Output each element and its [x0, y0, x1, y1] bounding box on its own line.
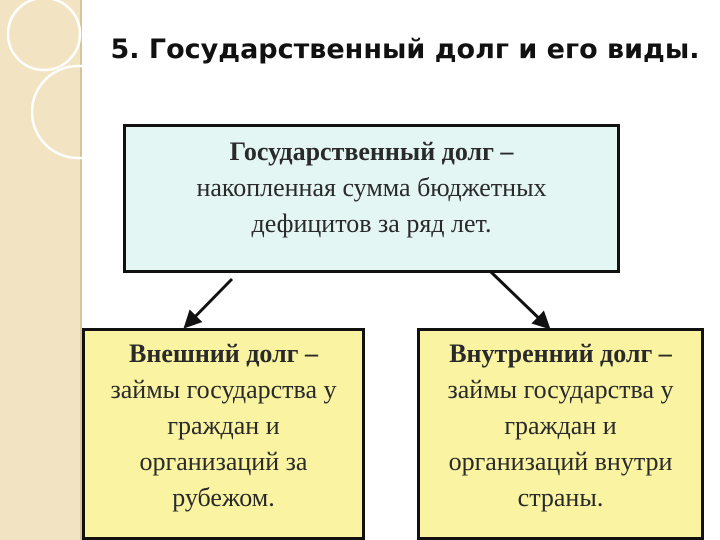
- decorative-side-strip: [0, 0, 80, 540]
- arrow-to-external-debt: [183, 277, 234, 329]
- internal-debt-definition-line: займы государства у: [447, 375, 674, 404]
- internal-debt-definition-line: граждан и: [504, 411, 617, 440]
- external-debt-definition-line: организаций за: [139, 447, 308, 476]
- state-debt-definition-box: Государственный долг – накопленная сумма…: [123, 124, 620, 273]
- state-debt-definition-line: накопленная сумма бюджетных: [196, 173, 547, 202]
- internal-debt-definition-line: страны.: [517, 483, 604, 512]
- external-debt-definition-line: граждан и: [167, 411, 280, 440]
- internal-debt-term: Внутренний долг –: [449, 339, 672, 368]
- external-debt-term: Внешний долг –: [129, 339, 318, 368]
- external-debt-definition-line: рубежом.: [172, 483, 275, 512]
- internal-debt-box: Внутренний долг – займы государства у гр…: [417, 328, 704, 540]
- decorative-circles: [6, 0, 82, 160]
- internal-debt-definition-line: организаций внутри: [448, 447, 673, 476]
- side-strip-border: [80, 0, 82, 540]
- external-debt-box: Внешний долг – займы государства у гражд…: [82, 328, 365, 540]
- arrow-to-internal-debt: [489, 270, 551, 330]
- state-debt-definition-line: дефицитов за ряд лет.: [251, 209, 492, 238]
- external-debt-definition-line: займы государства у: [110, 375, 337, 404]
- state-debt-term: Государственный долг –: [229, 137, 514, 166]
- slide-title: 5. Государственный долг и его виды.: [110, 34, 700, 65]
